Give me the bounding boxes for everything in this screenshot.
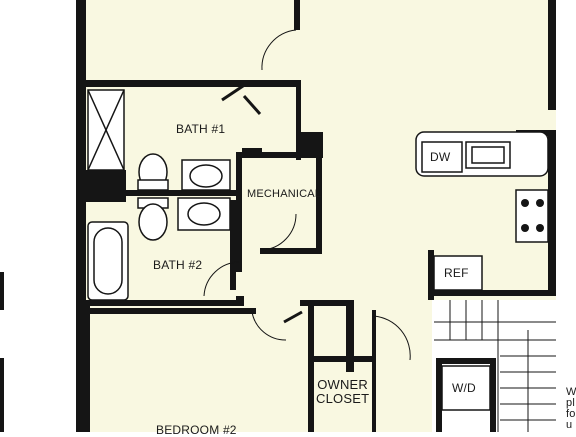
room-label-bedroom2: BEDROOM #2 (156, 423, 237, 437)
walls (0, 0, 556, 432)
appliance-label-dishwasher: DW (430, 150, 451, 164)
door-swing-top (261, 29, 297, 71)
room-label-owner-closet: OWNER CLOSET (316, 377, 370, 407)
washer-dryer (441, 365, 491, 411)
room-label-bath1: BATH #1 (176, 122, 226, 136)
right-margin (556, 0, 576, 432)
appliance-label-washer-dryer: W/D (452, 381, 476, 395)
stairs (434, 300, 556, 432)
appliance-label-refrigerator: REF (444, 266, 469, 280)
edge-text-0: W (566, 386, 576, 398)
door-swing-bath2 (203, 261, 241, 297)
edge-text-2: fo (566, 408, 576, 420)
edge-text-1: pl (566, 397, 575, 409)
room-label-mechanical: MECHANICAL (247, 188, 322, 200)
dishwasher (421, 141, 463, 173)
door-swing-hall (251, 311, 287, 341)
refrigerator (433, 255, 483, 291)
range (515, 189, 549, 243)
stove-burners (521, 199, 544, 232)
edge-text-3: u (566, 419, 573, 431)
door-swing-mech (261, 213, 297, 251)
toilet-2 (138, 203, 168, 241)
door-swing-closet (373, 315, 411, 361)
room-label-bath2: BATH #2 (153, 258, 203, 272)
